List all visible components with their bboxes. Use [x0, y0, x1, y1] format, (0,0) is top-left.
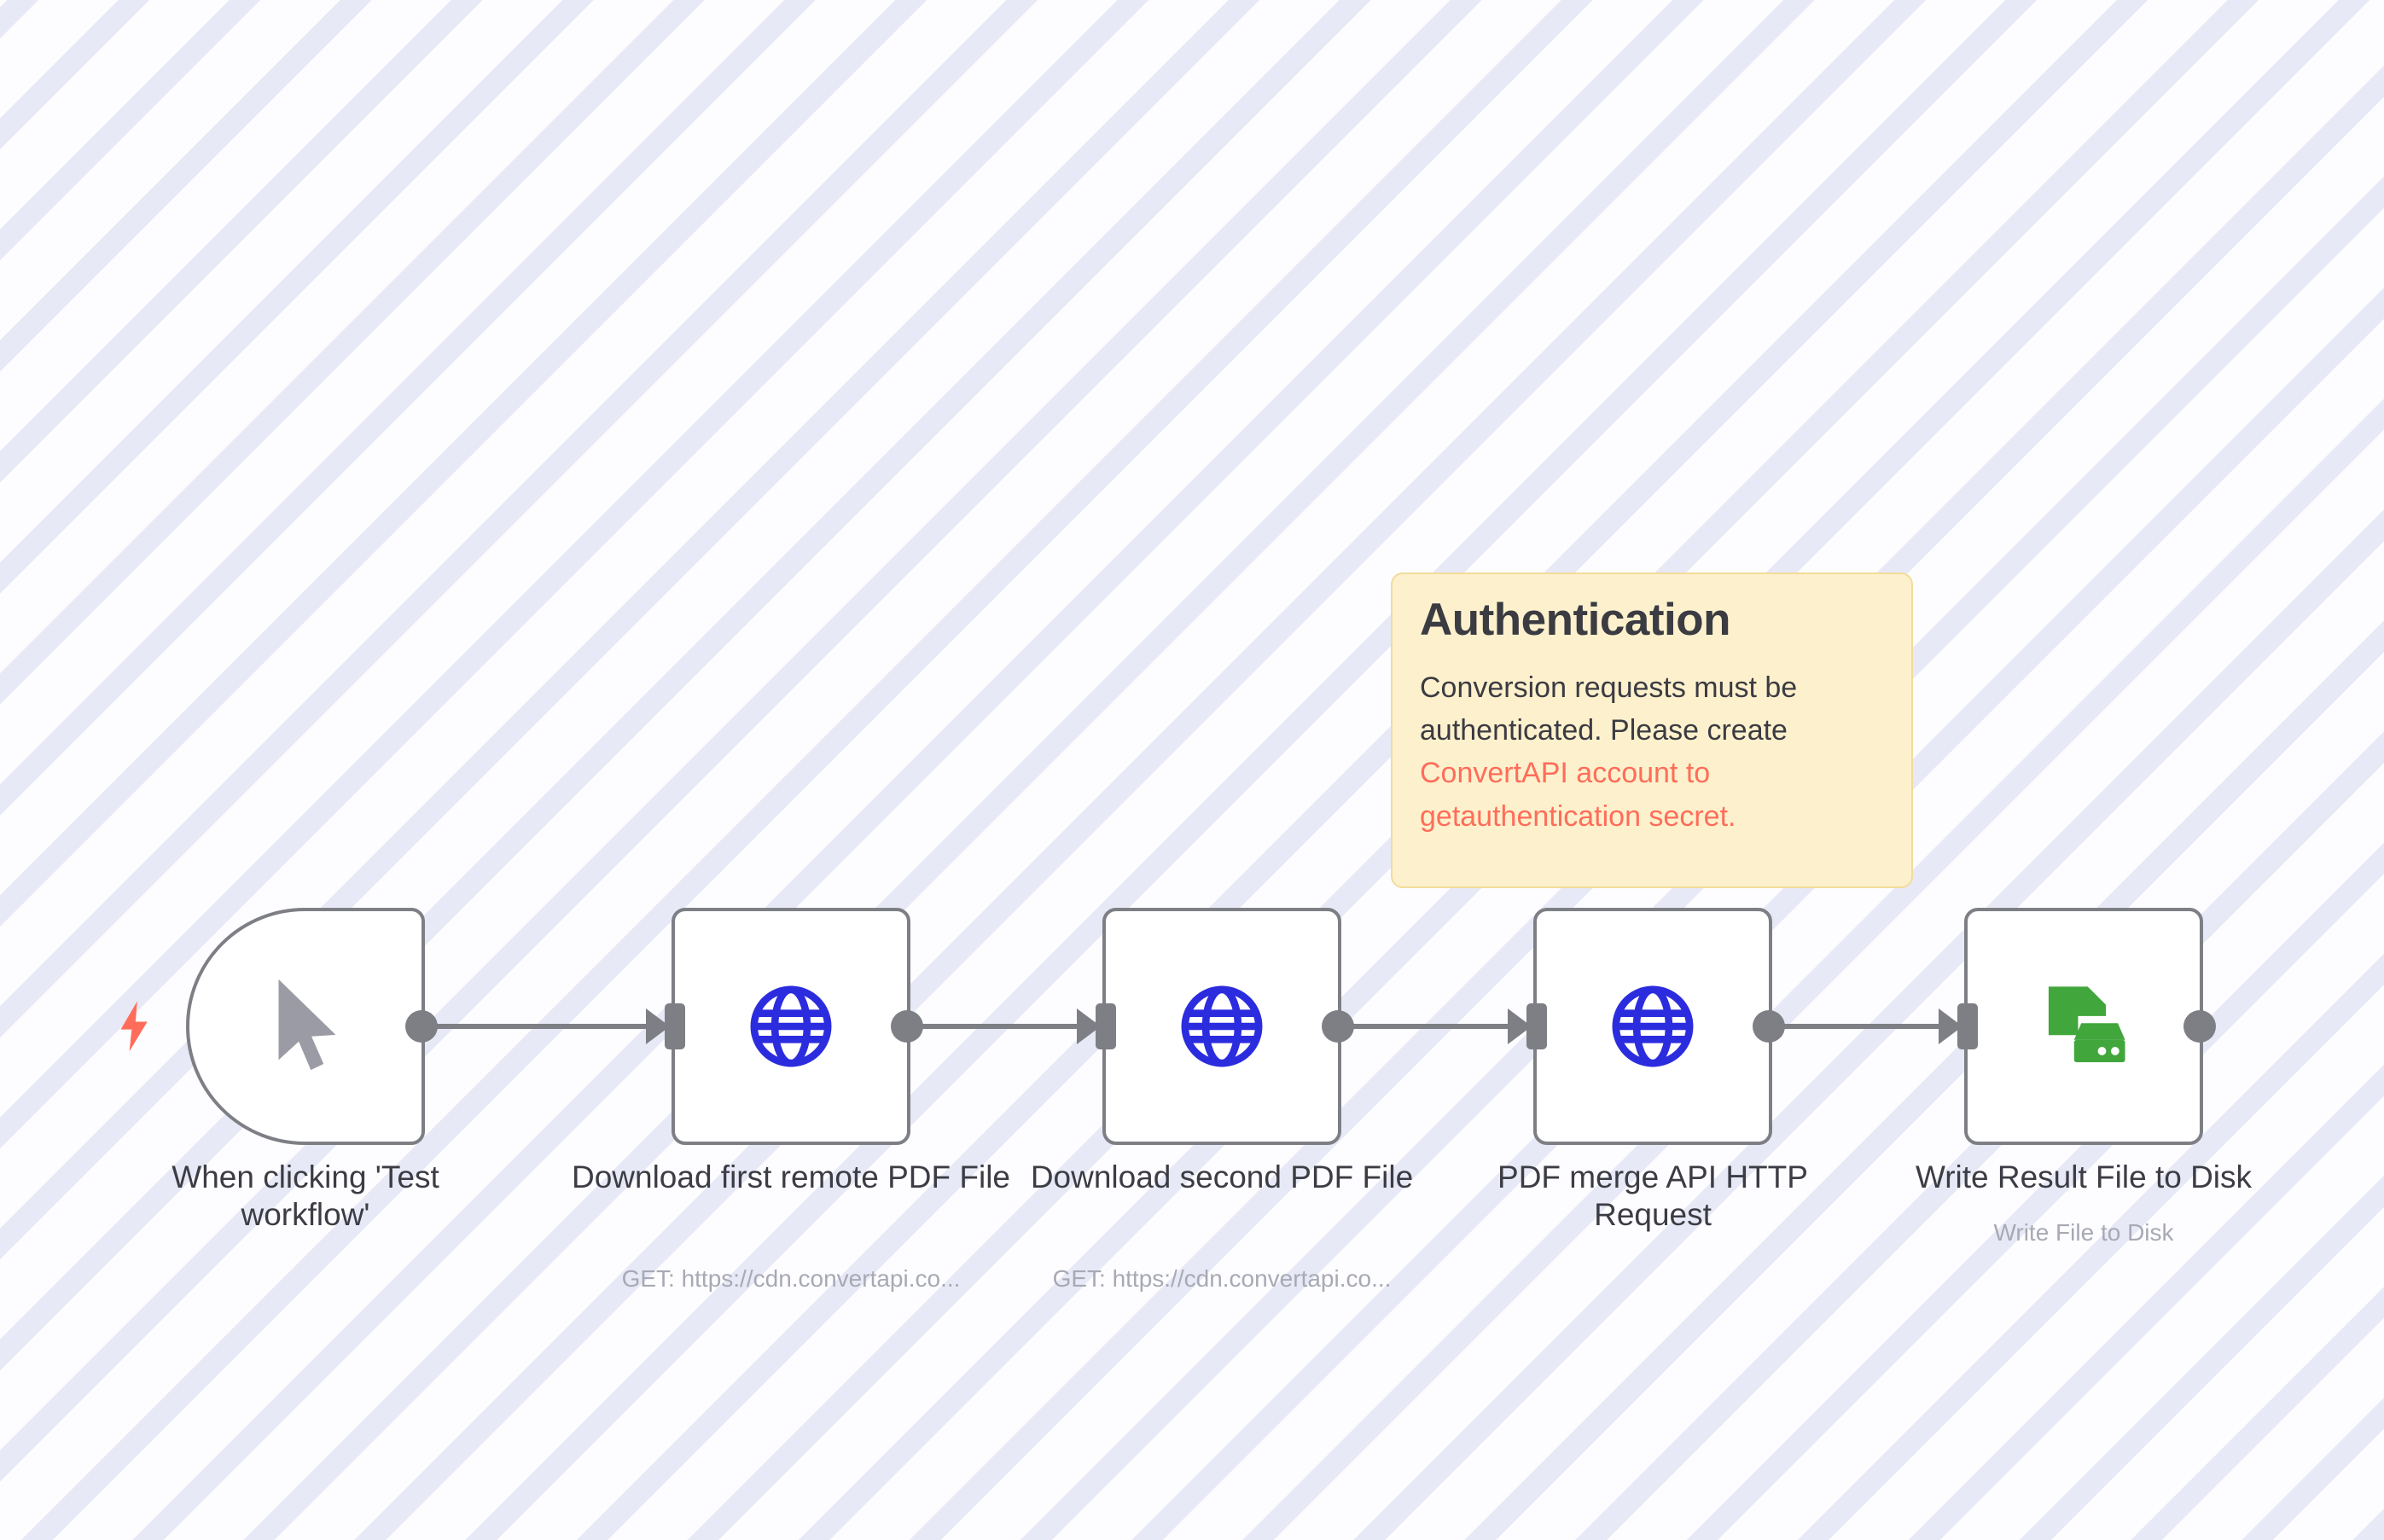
lightning-bolt-icon	[120, 1001, 148, 1052]
node-label-pdf-merge-api: PDF merge API HTTP Request	[1497, 1159, 1808, 1232]
node-pdf-merge-api[interactable]	[1526, 908, 1785, 1145]
output-port-download-second-pdf[interactable]	[1322, 1010, 1354, 1043]
connector-first-to-second	[904, 1024, 1102, 1029]
node-write-result-file[interactable]	[1957, 908, 2216, 1145]
node-manual-trigger[interactable]	[186, 908, 438, 1145]
node-label-write-result-file: Write Result File to Disk	[1915, 1159, 2253, 1194]
sticky-note-clipped-line: authentication secret.	[1460, 799, 1736, 833]
sticky-note-title: Authentication	[1420, 595, 1730, 645]
file-to-disk-icon	[2048, 986, 2125, 1062]
connector-trigger-to-first	[424, 1024, 672, 1029]
output-port-manual-trigger[interactable]	[405, 1010, 438, 1043]
node-download-first-pdf[interactable]	[665, 908, 923, 1145]
node-label-download-first-pdf: Download first remote PDF File	[571, 1159, 1011, 1194]
node-download-second-pdf[interactable]	[1096, 908, 1354, 1145]
sticky-note-body: Conversion requests must be authenticate…	[1420, 666, 1884, 838]
node-subtitle-download-first-pdf: GET: https://cdn.convertapi.co...	[621, 1265, 961, 1292]
output-port-write-result-file[interactable]	[2183, 1010, 2216, 1043]
node-label-manual-trigger: When clicking 'Test workflow'	[172, 1159, 439, 1232]
globe-icon	[1612, 985, 1694, 1067]
globe-icon	[1181, 985, 1263, 1067]
sticky-note-body-text: Conversion requests must be authenticate…	[1420, 671, 1798, 747]
input-port-download-second-pdf[interactable]	[1096, 1003, 1116, 1049]
output-port-pdf-merge-api[interactable]	[1753, 1010, 1785, 1043]
input-port-pdf-merge-api[interactable]	[1526, 1003, 1547, 1049]
node-label-download-second-pdf: Download second PDF File	[1030, 1159, 1414, 1194]
connector-second-to-merge	[1335, 1024, 1533, 1029]
input-port-write-result-file[interactable]	[1957, 1003, 1978, 1049]
connector-merge-to-write	[1766, 1024, 1964, 1029]
input-port-download-first-pdf[interactable]	[665, 1003, 685, 1049]
output-port-download-first-pdf[interactable]	[891, 1010, 923, 1043]
sticky-note-link[interactable]: ConvertAPI account to get	[1420, 757, 1711, 833]
node-subtitle-download-second-pdf: GET: https://cdn.convertapi.co...	[1052, 1265, 1392, 1292]
globe-icon	[750, 985, 832, 1067]
node-subtitle-write-result-file: Write File to Disk	[1993, 1219, 2174, 1246]
sticky-note-authentication[interactable]: Authentication Conversion requests must …	[1391, 572, 1913, 888]
cursor-pointer-icon	[278, 979, 336, 1071]
